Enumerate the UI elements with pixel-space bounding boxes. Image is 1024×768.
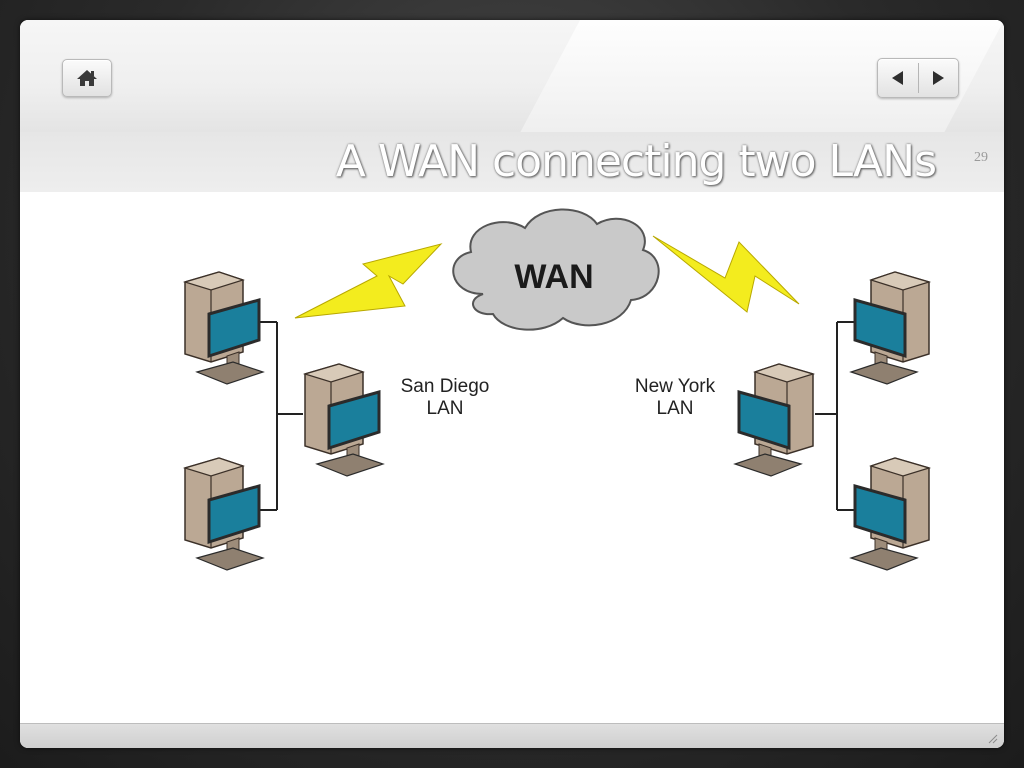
new-york-label-line2: LAN [656,398,694,419]
san-diego-label-line2: LAN [426,398,464,419]
bottom-bar [20,723,1004,748]
left-lan-bus [245,321,303,511]
new-york-lan-label: New York LAN [623,376,727,420]
nav-divider [917,63,919,93]
san-diego-label-line1: San Diego [400,376,490,397]
diagram-graphics [245,208,869,511]
computer-icon [302,363,385,477]
computer-icon [849,457,932,571]
slide: A WAN connecting two LANs 29 [20,20,1004,748]
triangle-left-icon [891,71,903,85]
computer-icon [849,271,932,385]
slide-navigation [877,58,959,98]
wan-label: WAN [514,258,594,296]
page-number: 29 [974,150,988,165]
computer-icon [182,271,265,385]
lightning-bolt-right [652,235,800,313]
title-band [20,132,1004,192]
lightning-bolt-left [294,243,443,319]
previous-slide-button[interactable] [878,59,918,97]
next-slide-button[interactable] [918,59,958,97]
network-diagram: WAN San Diego LAN New York LAN [153,196,957,622]
home-button[interactable] [62,59,112,97]
new-york-label-line1: New York [634,376,716,397]
toolbar [20,20,1004,133]
resize-grip-icon[interactable] [986,732,998,744]
computer-icon [733,363,816,477]
triangle-right-icon [933,71,945,85]
slide-title: A WAN connecting two LANs [335,136,937,187]
wan-cloud [452,208,660,331]
home-icon [77,70,97,86]
san-diego-lan-label: San Diego LAN [393,376,497,420]
computer-icon [182,457,265,571]
